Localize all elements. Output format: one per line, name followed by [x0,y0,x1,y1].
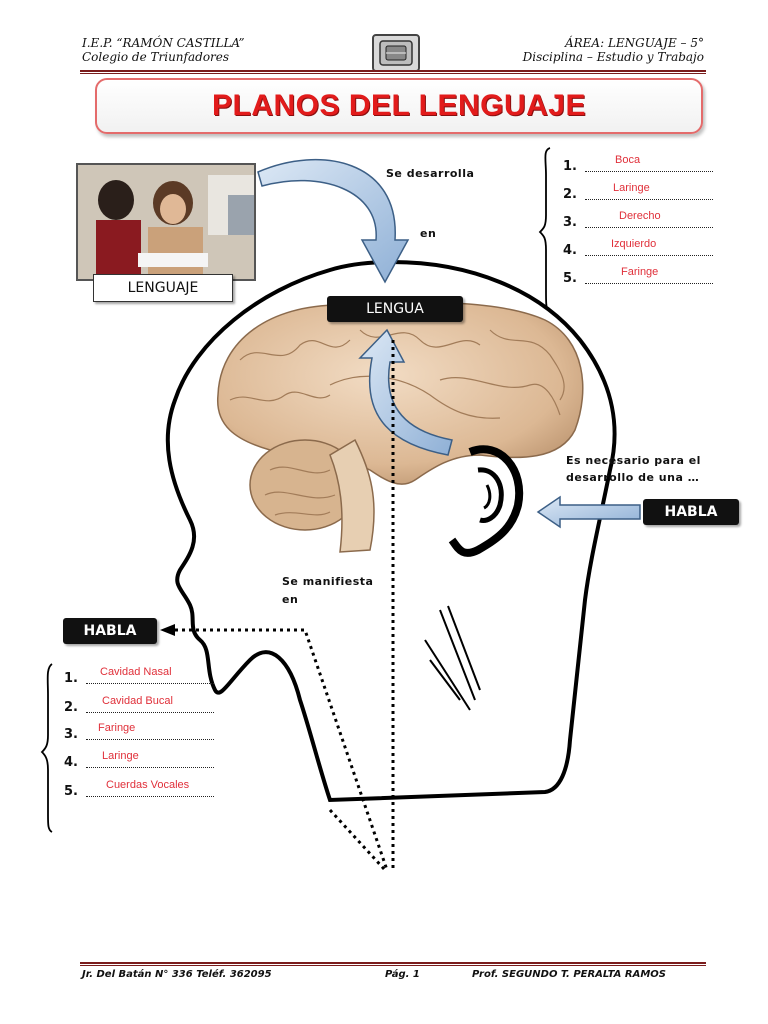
lenguaje-box: LENGUAJE [93,274,233,302]
header-right: ÁREA: LENGUAJE – 5° Disciplina – Estudio… [523,36,704,64]
footer-rule [80,962,706,964]
answer-line [86,712,214,713]
school-motto: Colegio de Triunfadores [82,50,230,64]
answer-line [585,199,713,200]
lengua-box: LENGUA [327,296,463,322]
answer-line [86,796,214,797]
brace-left [40,663,53,833]
list-answer: Faringe [98,722,136,734]
list-answer: Boca [615,154,641,166]
arrowhead-habla-left [160,624,175,636]
list-number: 3. [64,727,78,742]
page-title: PLANOS DEL LENGUAJE [212,89,586,122]
answer-line [585,227,713,228]
list-number: 4. [563,243,577,258]
head-outline [165,259,617,803]
list-answer: Laringe [102,750,139,762]
label-se-manifiesta: Se manifiesta [282,575,374,588]
answer-line [585,171,713,172]
list-item: 5. Faringe [563,260,723,288]
list-item: 3. Faringe [64,716,224,744]
label-en-top: en [420,227,437,240]
list-number: 2. [64,700,78,715]
list-number: 5. [563,271,577,286]
arrow-brain-to-lengua [358,328,453,456]
list-number: 5. [64,784,78,799]
title-banner: PLANOS DEL LENGUAJE [95,78,703,134]
list-number: 4. [64,755,78,770]
label-se-desarrolla: Se desarrolla [386,167,475,180]
list-answer: Izquierdo [611,238,657,250]
arrow-lenguaje-to-lengua [257,158,410,284]
arrow-habla-to-ear [536,495,641,529]
footer-rule-thin [80,965,706,966]
list-number: 1. [64,671,78,686]
label-es-necesario-1: Es necesario para el [566,454,701,467]
list-item: 2. Laringe [563,176,723,204]
footer-page: Pág. 1 [385,969,420,980]
list-item: 1. Cavidad Nasal [64,660,224,688]
list-answer: Derecho [619,210,661,222]
school-name: I.E.P. “RAMÓN CASTILLA” [82,36,245,50]
brace-right [538,147,551,311]
list-left: 1. Cavidad Nasal 2. Cavidad Bucal 3. Far… [64,660,224,810]
answer-line [86,683,214,684]
header-rule [80,70,706,72]
habla-box-right: HABLA [643,499,739,525]
students-photo [76,163,256,281]
header-left: I.E.P. “RAMÓN CASTILLA” Colegio de Triun… [82,36,244,64]
list-number: 2. [563,187,577,202]
answer-line [86,739,214,740]
school-crest-icon [372,34,420,72]
ear-icon [448,445,524,557]
answer-line [585,255,713,256]
list-number: 3. [563,215,577,230]
footer-address: Jr. Del Batán N° 336 Teléf. 362095 [82,969,272,980]
answer-line [86,767,214,768]
list-item: 5. Cuerdas Vocales [64,773,224,801]
header-rule-thin [80,73,706,74]
list-answer: Cavidad Bucal [102,695,173,707]
list-answer: Laringe [613,182,650,194]
label-en-bottom: en [282,593,299,606]
discipline-label: Disciplina – Estudio y Trabajo [522,50,704,64]
list-item: 4. Laringe [64,744,224,772]
habla-box-left: HABLA [63,618,157,644]
list-answer: Cuerdas Vocales [106,779,190,791]
label-es-necesario-2: desarrollo de una … [566,471,700,484]
list-item: 2. Cavidad Bucal [64,689,224,717]
list-item: 4. Izquierdo [563,232,723,260]
list-answer: Cavidad Nasal [100,666,172,678]
list-right: 1. Boca 2. Laringe 3. Derecho 4. Izquier… [563,148,723,298]
area-label: ÁREA: LENGUAJE – 5° [564,36,704,50]
list-item: 1. Boca [563,148,723,176]
list-number: 1. [563,159,577,174]
list-answer: Faringe [621,266,659,278]
answer-line [585,283,713,284]
dotted-connectors [175,340,395,872]
footer-teacher: Prof. SEGUNDO T. PERALTA RAMOS [472,969,666,980]
list-item: 3. Derecho [563,204,723,232]
neck-lines [424,605,481,711]
